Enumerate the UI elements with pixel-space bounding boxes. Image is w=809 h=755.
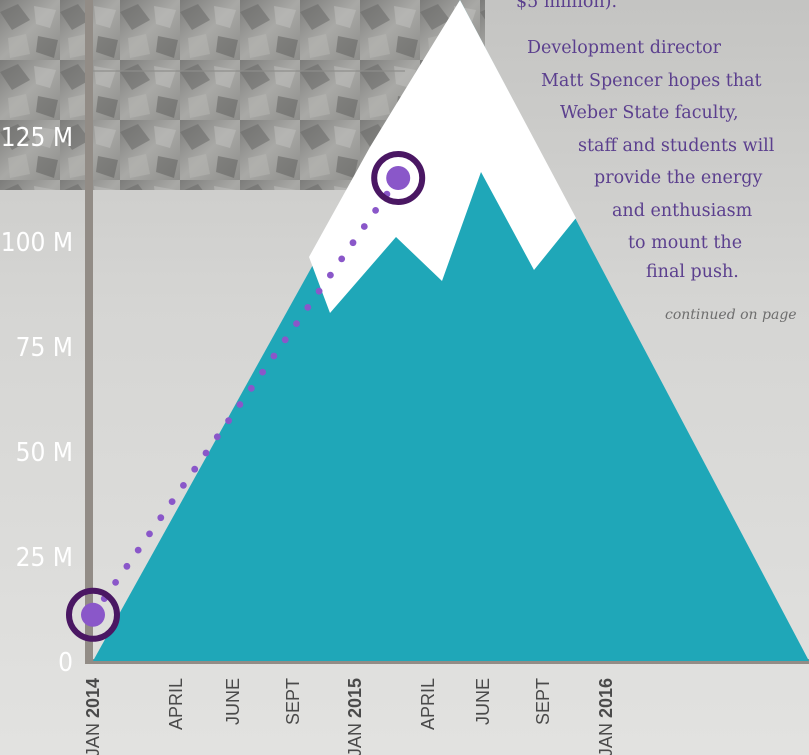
x-axis-line	[85, 659, 809, 664]
series-dot	[293, 320, 300, 327]
series-dot	[157, 514, 165, 522]
series-dot	[281, 336, 289, 344]
series-dot	[327, 271, 334, 279]
x-tick-label: APRIL	[166, 678, 186, 730]
series-dot	[338, 255, 346, 263]
x-tick-label: JUNE	[473, 678, 493, 725]
series-group	[66, 151, 426, 642]
goal-point	[386, 166, 411, 190]
story-line-0: $5 million).	[516, 0, 618, 12]
series-dot	[315, 287, 323, 295]
x-tick-label: SEPT	[283, 678, 303, 725]
story-line-5: provide the energy	[594, 168, 763, 188]
series-dot	[236, 401, 244, 408]
series-dot	[259, 368, 266, 376]
y-tick-label: 75 M	[16, 333, 73, 363]
goal-point-ring	[371, 151, 426, 205]
y-tick-label: 25 M	[16, 543, 73, 573]
series-dot	[168, 498, 176, 505]
series-dot	[360, 223, 368, 230]
x-tick-label: JUNE	[223, 678, 243, 725]
story-line-6: and enthusiasm	[612, 201, 753, 221]
series-dot	[247, 384, 255, 392]
series-dot	[349, 239, 357, 247]
series-dot	[213, 433, 221, 441]
series-dot	[112, 579, 119, 586]
story-line-2: Matt Spencer hopes that	[541, 71, 762, 91]
story-line-7: to mount the	[628, 233, 743, 253]
series-dot	[202, 449, 210, 457]
x-tick-label: APRIL	[418, 678, 438, 730]
x-tick-label: SEPT	[533, 678, 553, 725]
series-dot	[146, 530, 153, 538]
series-dot	[180, 482, 187, 489]
mountain-snow-cap	[309, 0, 576, 313]
story-line-8: final push.	[646, 262, 739, 282]
x-tick-group: JAN 2014 APRIL JUNE SEPT JAN 2015 APRIL JUNE SE…	[83, 678, 616, 755]
series-dot	[372, 207, 379, 214]
series-dot	[304, 304, 312, 311]
y-tick-label: 100 M	[1, 228, 73, 258]
y-tick-group: 0 25 M 50 M 75 M 100 M 125 M	[1, 123, 73, 678]
mountain-body	[93, 0, 809, 661]
y-tick-label: 0	[58, 648, 73, 678]
start-point-ring	[66, 587, 120, 642]
continued-on-page: continued on page	[665, 307, 797, 323]
y-axis-line	[85, 0, 93, 664]
story-line-4: staff and students will	[578, 136, 775, 156]
y-tick-label: 50 M	[16, 438, 73, 468]
series-dot	[270, 352, 278, 360]
story-line-1: Development director	[527, 38, 722, 58]
series-dot	[134, 546, 142, 554]
series-dot	[191, 465, 199, 473]
story-line-3: Weber State faculty,	[560, 103, 739, 123]
x-tick-label: JAN 2016	[596, 678, 616, 755]
series-dot	[225, 417, 233, 425]
x-tick-label: JAN 2014	[83, 678, 103, 755]
start-point	[81, 602, 105, 627]
y-tick-label: 125 M	[1, 123, 73, 153]
x-tick-label: JAN 2015	[345, 678, 365, 755]
series-dot	[123, 562, 131, 570]
